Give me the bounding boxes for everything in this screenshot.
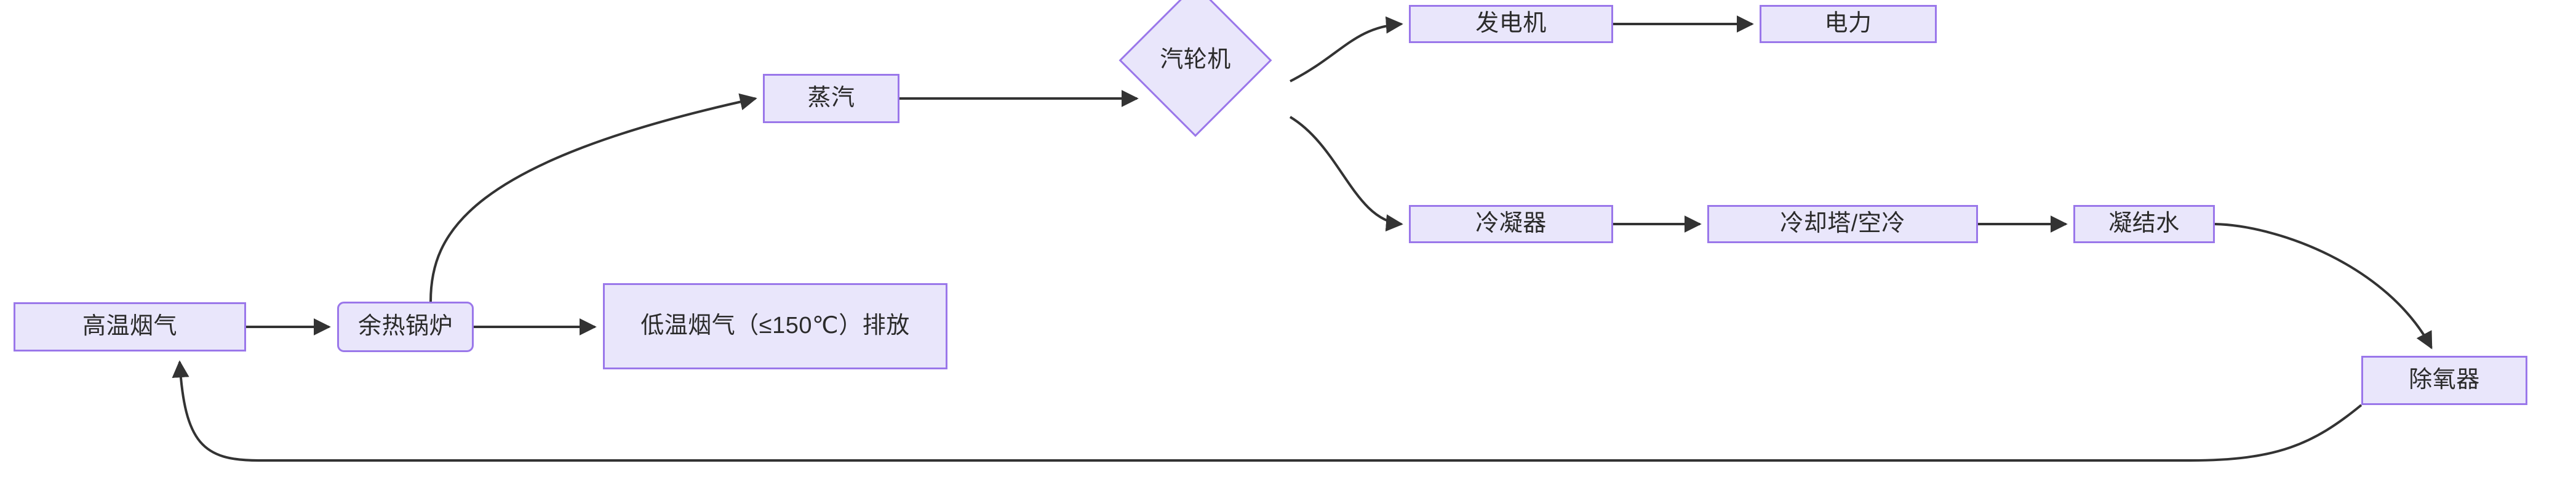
node-condenser[interactable]: 冷凝器 [1409, 205, 1613, 243]
node-label-condenser: 冷凝器 [1475, 211, 1547, 237]
edge-turbine-to-generator [1290, 16, 1403, 82]
node-label-flue-gas-cold: 低温烟气（≤150℃）排放 [640, 313, 910, 339]
node-label-flue-gas-hot: 高温烟气 [82, 313, 177, 340]
node-flue-gas-hot[interactable]: 高温烟气 [14, 302, 246, 351]
node-generator[interactable]: 发电机 [1409, 5, 1613, 43]
node-label-condensate: 凝结水 [2108, 211, 2180, 237]
edge-hrsg-to-steam [429, 93, 757, 302]
node-electricity[interactable]: 电力 [1760, 5, 1937, 43]
node-label-cooling-tower: 冷却塔/空冷 [1780, 211, 1905, 237]
edge-condensate-to-deaerator [2214, 223, 2433, 350]
node-deaerator[interactable]: 除氧器 [2361, 356, 2527, 405]
node-label-hrsg: 余热锅炉 [357, 313, 453, 340]
node-flue-gas-cold[interactable]: 低温烟气（≤150℃）排放 [603, 283, 947, 369]
edge-deaerator-to-hrsg [172, 360, 2363, 462]
node-label-generator: 发电机 [1475, 10, 1547, 37]
node-cooling-tower[interactable]: 冷却塔/空冷 [1707, 205, 1978, 243]
node-hrsg[interactable]: 余热锅炉 [337, 302, 474, 352]
edge-turbine-to-condenser [1289, 116, 1403, 231]
node-condensate[interactable]: 凝结水 [2073, 205, 2215, 243]
node-label-turbine: 汽轮机 [1160, 47, 1231, 73]
node-label-steam: 蒸汽 [807, 85, 855, 111]
node-turbine[interactable]: 汽轮机 [1119, 0, 1272, 137]
node-steam[interactable]: 蒸汽 [763, 74, 899, 123]
node-label-electricity: 电力 [1824, 10, 1872, 37]
node-label-deaerator: 除氧器 [2409, 367, 2480, 393]
